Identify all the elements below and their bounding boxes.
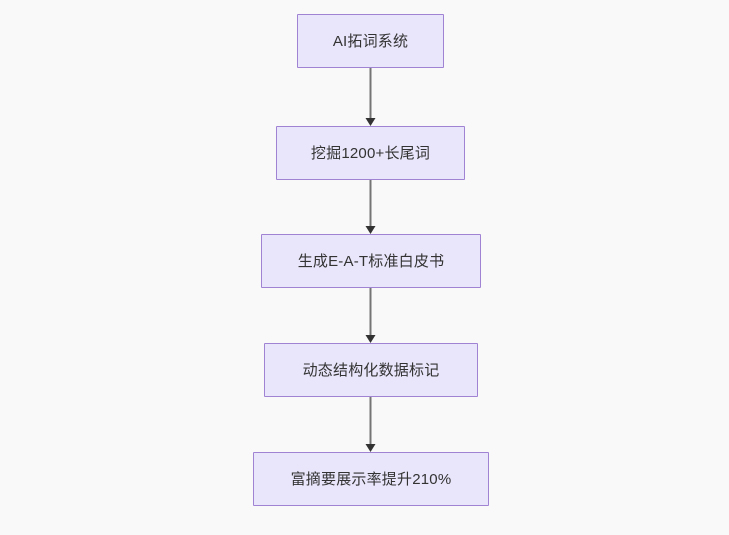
flowchart-node-n4[interactable]: 动态结构化数据标记	[264, 343, 478, 397]
edge-n4-n5	[365, 397, 376, 452]
edge-n3-n4	[365, 288, 376, 343]
node-label: AI拓词系统	[332, 32, 409, 50]
edge-n1-n2	[365, 68, 376, 126]
flowchart-node-n3[interactable]: 生成E-A-T标准白皮书	[261, 234, 481, 288]
edge-n2-n3	[365, 180, 376, 234]
node-label: 生成E-A-T标准白皮书	[297, 252, 445, 270]
flowchart-node-n2[interactable]: 挖掘1200+长尾词	[276, 126, 465, 180]
node-label: 富摘要展示率提升210%	[290, 470, 452, 488]
flowchart-node-n1[interactable]: AI拓词系统	[297, 14, 444, 68]
node-label: 动态结构化数据标记	[302, 361, 440, 379]
node-label: 挖掘1200+长尾词	[310, 144, 431, 162]
flowchart-node-n5[interactable]: 富摘要展示率提升210%	[253, 452, 489, 506]
